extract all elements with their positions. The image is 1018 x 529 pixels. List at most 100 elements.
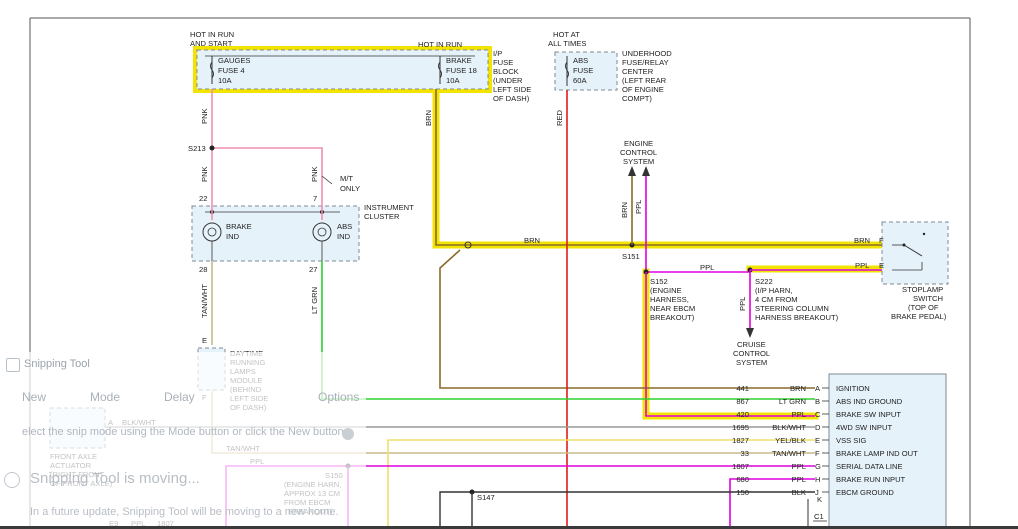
ebcm-circuit-number: 150 [736,488,749,497]
supply-label: HOT AT [553,30,580,39]
wire-label: BRN [524,236,540,245]
ebcm-pin-letter: B [815,397,820,406]
wire-label: PNK [200,166,209,182]
front-axle-label: FRONT AXLE ACTUATOR (RIGHT FRONT OF FRON… [50,452,113,488]
pin-label: 22 [199,194,207,203]
ebcm-pin-letter: C [815,410,821,419]
ebcm-wire-color: TAN/WHT [772,449,806,458]
fuse-label: GAUGES [218,56,251,65]
ebcm-pin-function: BRAKE RUN INPUT [836,475,906,484]
svg-text:STOPLAMP: STOPLAMP [902,285,943,294]
ebcm-pin-letter: D [815,423,821,432]
wire-label: PPL [250,457,264,466]
wire-label: TAN/WHT [226,444,260,453]
brn-path-highlight [432,88,886,249]
cluster-lamp-label: BRAKE [226,222,252,231]
svg-text:FROM EBCM: FROM EBCM [284,498,330,507]
svg-text:SYSTEM: SYSTEM [736,358,767,367]
svg-text:LEFT SIDE: LEFT SIDE [493,85,531,94]
ebcm-wire-color: LT GRN [779,397,806,406]
ebcm-circuit-number: 1807 [732,462,749,471]
drl-module [197,347,226,391]
ebcm-circuit-number: 680 [736,475,749,484]
pin-label: E [879,261,884,270]
switch-contact-icon [903,244,923,257]
wire-label: BLK/WHT [122,418,156,427]
ebcm-wire-color: PPL [792,475,806,484]
fuse-label: 60A [573,76,587,85]
gauges-fuse-icon [210,61,214,79]
wire-brn [435,89,882,246]
arrow-up-icon [642,166,650,176]
svg-text:COMPT): COMPT) [622,94,652,103]
engine-control-label: ENGINE CONTROL SYSTEM [620,139,657,166]
pin-label: F [879,236,884,245]
pin-label: C1 [814,512,824,521]
svg-text:UNDERHOOD: UNDERHOOD [622,49,672,58]
ebcm-circuit-number: 420 [736,410,749,419]
ebcm-pin-function: ABS IND GROUND [836,397,903,406]
svg-text:BLOCK: BLOCK [493,67,519,76]
ebcm-wire-color: BRN [790,384,806,393]
svg-text:SWITCH: SWITCH [913,294,943,303]
wire-label: BRN [620,202,629,218]
svg-text:BREAKOUT): BREAKOUT) [650,313,695,322]
wire-blk-ground [439,491,815,529]
ebcm-pin-function: SERIAL DATA LINE [836,462,903,471]
ebcm-pin-function: VSS SIG [836,436,866,445]
ebcm-circuit-number: 867 [736,397,749,406]
cluster-label: CLUSTER [364,212,400,221]
ebcm-circuit-number: 1827 [732,436,749,445]
ebcm-pin-letter: E [815,436,820,445]
svg-text:(TOP OF: (TOP OF [908,303,939,312]
front-axle-actuator [49,407,106,449]
ebcm-pin-function: BRAKE SW INPUT [836,410,901,419]
ebcm-pin-function: 4WD SW INPUT [836,423,892,432]
wire-label: TAN/WHT [200,284,209,318]
splice-s213 [209,145,215,151]
cluster-lamp-label: ABS [337,222,352,231]
svg-text:FRONT AXLE: FRONT AXLE [50,452,97,461]
s222-label: S222 (I/P HARN, 4 CM FROM STEERING COLUM… [755,277,839,322]
svg-text:4 CM FROM: 4 CM FROM [755,295,798,304]
supply-label: HOT IN RUN [190,30,234,39]
wire-ppl-brake-run [729,478,815,529]
svg-text:LAMPS: LAMPS [230,367,256,376]
svg-text:LEFT SIDE: LEFT SIDE [230,394,268,403]
pin-label: E [202,336,207,345]
splice-label: S213 [188,144,206,153]
ebcm-pin-function: BRAKE LAMP IND OUT [836,449,918,458]
wire-yel-blk [387,439,815,529]
svg-text:CONTROL: CONTROL [620,148,657,157]
pin-label: K [817,495,822,504]
wire-brn-ignition [439,249,815,389]
splice-label: S151 [622,252,640,261]
wire-label: RED [555,109,564,126]
ebcm-wire-color: YEL/BLK [775,436,806,445]
underhood-label: UNDERHOOD FUSE/RELAY CENTER (LEFT REAR O… [622,49,672,103]
option-label: M/T [340,174,353,183]
drl-label: DAYTIME RUNNING LAMPS MODULE (BEHIND LEF… [230,349,268,412]
arrow-up-icon [628,166,636,176]
wire-label: BRN [854,236,870,245]
svg-text:CONTROL: CONTROL [733,349,770,358]
svg-text:RUNNING: RUNNING [230,358,266,367]
fuse-label: ABS [573,56,588,65]
ebcm-circuit-number: 441 [736,384,749,393]
ebcm-pin-function: EBCM GROUND [836,488,894,497]
wire-label: PPL [634,200,643,214]
fuse-block-highlight [193,46,492,93]
svg-text:BREAKOUT): BREAKOUT) [288,507,333,516]
svg-text:SYSTEM: SYSTEM [623,157,654,166]
ebcm-pin-letter: A [815,384,821,393]
ebcm-wire-color: BLK/WHT [772,423,806,432]
fuse-label: FUSE [573,66,593,75]
wire-lt-grn [321,261,815,400]
cluster-label: INSTRUMENT [364,203,414,212]
ebcm-pin-letter: H [815,475,820,484]
svg-text:CENTER: CENTER [622,67,654,76]
svg-text:(UNDER: (UNDER [493,76,523,85]
svg-text:HARNESS BREAKOUT): HARNESS BREAKOUT) [755,313,839,322]
cruise-control-label: CRUISE CONTROL SYSTEM [733,340,770,367]
